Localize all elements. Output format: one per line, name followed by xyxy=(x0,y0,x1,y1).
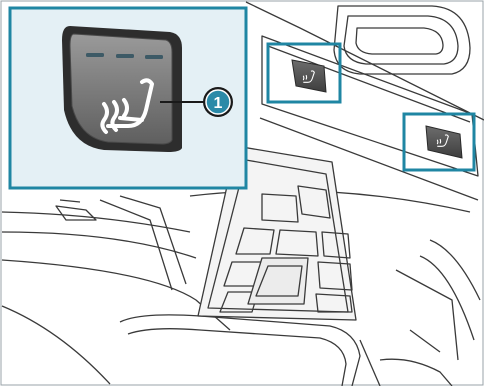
callout-badge: 1 xyxy=(203,87,233,117)
callout-number: 1 xyxy=(214,95,223,112)
